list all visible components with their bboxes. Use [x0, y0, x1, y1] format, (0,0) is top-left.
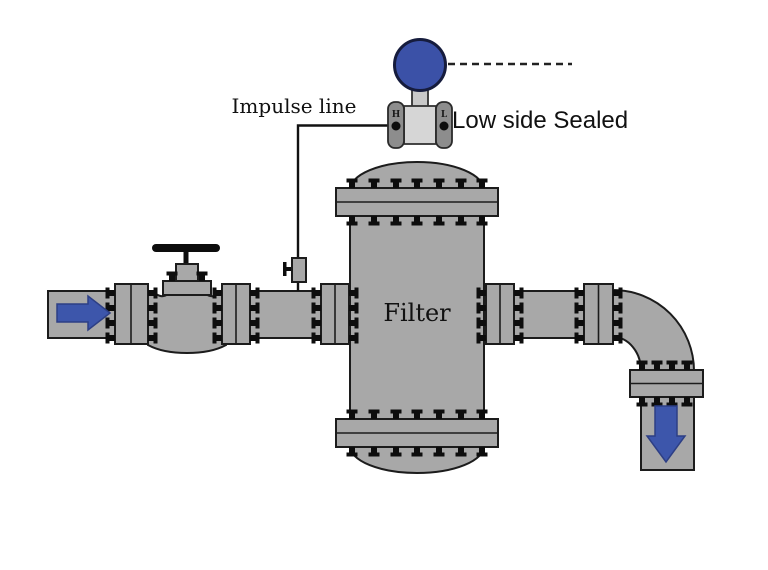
pipe-valve-to-filter [244, 290, 326, 339]
transmitter-body [403, 105, 437, 145]
valve-stem [183, 250, 189, 266]
low-side-sealed-label: Low side Sealed [452, 107, 628, 134]
impulse-tap-valve [283, 257, 307, 283]
impulse-line-label: Impulse line [232, 94, 357, 118]
impulse-line-path [296, 124, 396, 291]
inlet-flow-arrow [56, 294, 112, 332]
flange-joints [114, 283, 704, 398]
valve-stem-block [175, 263, 199, 282]
outlet-flow-arrow [645, 405, 687, 464]
high-port-dot [391, 121, 401, 131]
valve-handle [152, 244, 220, 252]
high-port-label: H [392, 110, 401, 120]
filter-vessel [335, 161, 499, 474]
outlet-elbow [612, 288, 696, 372]
transmitter-gauge-head [393, 38, 447, 92]
dp-transmitter: H L [387, 38, 453, 149]
pipe-filter-to-elbow [509, 290, 589, 339]
valve-bonnet [162, 280, 212, 296]
low-port-label: L [441, 110, 448, 120]
filter-label: Filter [383, 299, 451, 327]
low-port-dot [439, 121, 449, 131]
gate-valve [147, 244, 227, 355]
